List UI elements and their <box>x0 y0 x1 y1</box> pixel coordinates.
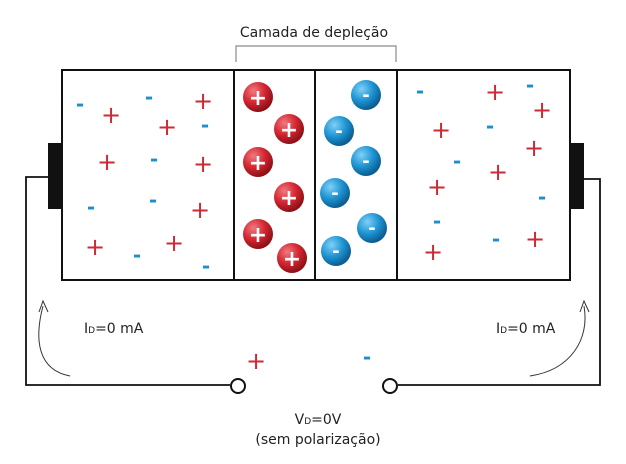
charge-carriers: -+-++-+-+--+++---+-++-+-++---++ <box>76 73 552 278</box>
positive-ion-sign: + <box>280 118 298 143</box>
left-terminal[interactable] <box>230 378 246 394</box>
positive-ion-sign: + <box>280 186 298 211</box>
right-wire <box>398 178 601 386</box>
n-region-donor-ion: + <box>431 116 451 144</box>
right-current-arrow <box>529 305 586 377</box>
p-region-hole: + <box>164 229 184 257</box>
p-region-acceptor-ion: - <box>149 188 157 212</box>
voltage-label: VD=0V <box>295 412 342 428</box>
positive-ion <box>274 182 304 212</box>
p-region-acceptor-ion: - <box>150 147 158 171</box>
n-region-donor-ion: + <box>427 173 447 201</box>
negative-ion <box>351 146 381 176</box>
negative-ion-sign: - <box>332 241 339 262</box>
positive-ion <box>243 219 273 249</box>
right-current-label: ID=0 mA <box>496 321 556 337</box>
p-region-hole: + <box>97 148 117 176</box>
depletion-bracket <box>235 45 397 62</box>
depletion-layer-title: Camada de depleção <box>240 25 388 41</box>
positive-ion <box>243 147 273 177</box>
negative-ion-sign: - <box>335 121 342 142</box>
n-region-donor-ion: + <box>423 238 443 266</box>
left-current-arrow <box>38 305 71 377</box>
p-region-hole: + <box>101 101 121 129</box>
p-region-acceptor-ion: - <box>145 85 153 109</box>
positive-ion-sign: + <box>249 223 267 248</box>
left-wire <box>25 176 230 386</box>
n-region-electron: - <box>538 185 546 209</box>
negative-terminal-symbol: - <box>363 345 371 369</box>
p-region-hole: + <box>193 87 213 115</box>
positive-ion <box>274 114 304 144</box>
negative-ion-sign: - <box>331 183 338 204</box>
positive-ion-sign: + <box>283 247 301 272</box>
p-region-hole: + <box>157 113 177 141</box>
n-region-electron: - <box>492 227 500 251</box>
positive-terminal-symbol: + <box>246 347 266 375</box>
right-terminal[interactable] <box>382 378 398 394</box>
n-region-electron: - <box>526 73 534 97</box>
p-region-hole: + <box>190 196 210 224</box>
negative-ion <box>351 80 381 110</box>
positive-ion-sign: + <box>249 151 267 176</box>
p-region-acceptor-ion: - <box>87 195 95 219</box>
n-region-donor-ion: + <box>524 134 544 162</box>
negative-ion <box>324 116 354 146</box>
n-region-electron: - <box>416 79 424 103</box>
negative-ion <box>357 213 387 243</box>
positive-ion <box>243 82 273 112</box>
n-region-donor-ion: + <box>488 158 508 186</box>
negative-ion-sign: - <box>368 218 375 239</box>
p-region-hole: + <box>85 233 105 261</box>
p-region-acceptor-ion: - <box>76 92 84 116</box>
bias-note: (sem polarização) <box>255 432 380 448</box>
n-region-electron: - <box>486 114 494 138</box>
right-contact <box>570 143 584 209</box>
n-region-electron: - <box>453 149 461 173</box>
n-region-donor-ion: + <box>532 96 552 124</box>
p-region-hole: + <box>193 150 213 178</box>
left-current-label: ID=0 mA <box>84 321 144 337</box>
depletion-ions: ++++++------ <box>243 80 387 273</box>
n-region-donor-ion: + <box>485 78 505 106</box>
left-contact <box>48 143 62 209</box>
p-region-acceptor-ion: - <box>133 243 141 267</box>
negative-ion-sign: - <box>362 151 369 172</box>
n-region-donor-ion: + <box>525 225 545 253</box>
negative-ion <box>321 236 351 266</box>
positive-ion-sign: + <box>249 86 267 111</box>
p-region-acceptor-ion: - <box>201 113 209 137</box>
negative-ion-sign: - <box>362 85 369 106</box>
negative-ion <box>320 178 350 208</box>
n-region-electron: - <box>433 209 441 233</box>
positive-ion <box>277 243 307 273</box>
p-region-acceptor-ion: - <box>202 254 210 278</box>
